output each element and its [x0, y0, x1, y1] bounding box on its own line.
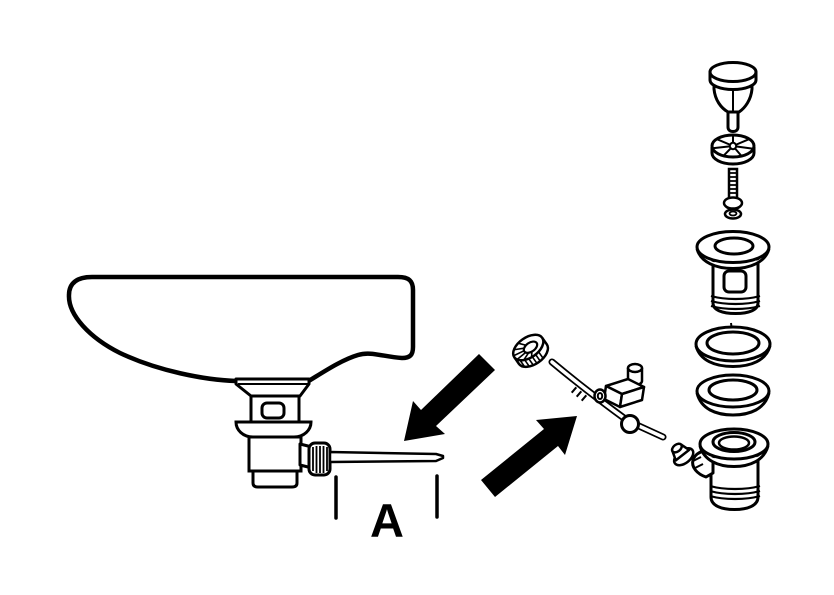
- dimension-tick-marks: [334, 474, 439, 520]
- washer-rim-edge: [694, 345, 772, 369]
- stopper-cap-top: [708, 61, 758, 83]
- stopper-stem-screw: [722, 167, 744, 220]
- horizontal-lift-rod: [328, 450, 445, 464]
- drain-mid-flange: [234, 420, 313, 439]
- lift-rod-shape: [328, 450, 445, 464]
- rubber-sealing-gasket: [695, 373, 771, 417]
- spoked-washer-spokes: [712, 135, 754, 157]
- pointer-arrows: [404, 354, 577, 497]
- washer-rim-fill: [696, 346, 770, 367]
- drain-square-hole: [260, 401, 286, 420]
- clamp-lug: [593, 388, 607, 404]
- gasket-rim-edge: [695, 392, 771, 417]
- clamp-lug-hole: [596, 392, 604, 400]
- flange-opening: [713, 236, 755, 256]
- threaded-drain-body: [691, 427, 770, 512]
- drain-body-rim-fill: [700, 446, 768, 467]
- basin-profile-path: [66, 274, 416, 385]
- installed-drain-assembly: [234, 377, 332, 489]
- knurled-nut-hole: [522, 340, 539, 354]
- drain-tailpiece: [251, 469, 299, 489]
- screw-threads: [729, 172, 737, 194]
- knurled-nut-band-knurling: [519, 351, 544, 368]
- threaded-drain-flange: [695, 230, 771, 316]
- installed-knurled-nut-knurling: [312, 446, 328, 473]
- screw-foot-ring: [723, 208, 743, 220]
- clamp-block-side: [618, 385, 646, 409]
- flange-square-hole: [722, 269, 748, 294]
- stopper-stem: [726, 110, 740, 134]
- screw-foot-hole: [728, 210, 738, 217]
- clamp-cylinder-top: [626, 362, 644, 374]
- dimension-a: A: [334, 474, 439, 547]
- knurled-nut-face-knurling: [513, 342, 533, 361]
- spoked-disc-washer: [710, 133, 756, 166]
- cone-seal-top: [670, 442, 684, 454]
- gasket-inner: [707, 378, 759, 402]
- flat-metal-washer: [694, 322, 772, 369]
- drain-body-cylinder: [709, 453, 760, 512]
- drain-body-threads: [709, 484, 761, 501]
- spoked-washer-hub: [728, 141, 738, 151]
- rod-extension-clamp: [593, 362, 646, 409]
- flange-rim-fill: [697, 249, 769, 269]
- pivot-cone-seal: [670, 442, 695, 467]
- pivot-ball: [620, 414, 640, 434]
- pivot-ball-rod: [548, 358, 667, 441]
- arrow-up-right-icon: [481, 416, 577, 497]
- knurled-pivot-nut: [511, 333, 550, 369]
- drain-body-rim-edge: [698, 445, 770, 469]
- gasket-rim-fill: [697, 393, 769, 415]
- drain-body-opening-inner: [717, 435, 751, 451]
- drain-lower-body: [247, 435, 303, 473]
- pivot-rod-thread-marks: [570, 386, 588, 402]
- arrow-down-left-icon: [404, 354, 495, 441]
- flange-rim-edge: [695, 248, 771, 271]
- wash-basin-outline: [66, 274, 416, 385]
- pop-up-stopper: [708, 61, 758, 134]
- dimension-label-a: A: [370, 494, 404, 547]
- washer-inner: [705, 330, 761, 356]
- drain-top-flange: [234, 377, 311, 398]
- flange-threads: [710, 294, 761, 311]
